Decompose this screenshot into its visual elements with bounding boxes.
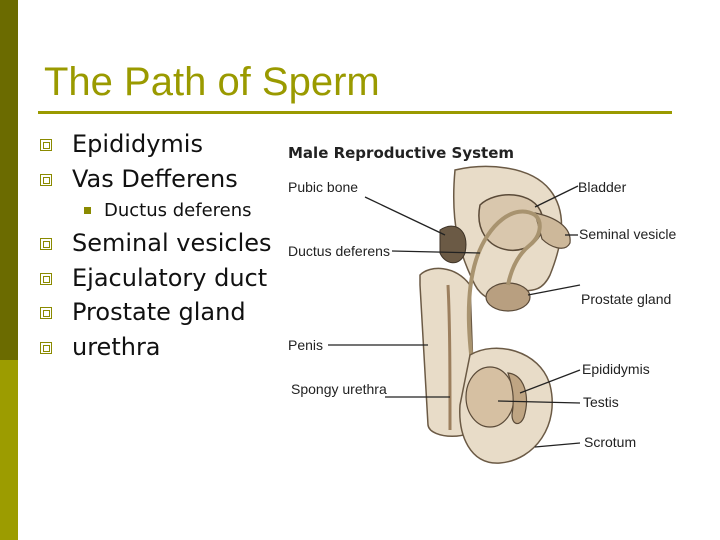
bullet-square-icon xyxy=(40,272,52,285)
bullet-item: Ejaculatory duct xyxy=(38,262,288,297)
reproductive-system-diagram: Male Reproductive System Pubic bone Duct… xyxy=(280,135,690,475)
bullet-square-icon xyxy=(40,341,52,354)
label-pointer-lines xyxy=(328,185,581,448)
bullet-item: Epididymis xyxy=(38,128,288,163)
bullet-text: Ejaculatory duct xyxy=(72,263,268,292)
ductus-deferens-shape xyxy=(466,209,542,394)
label-pubic-bone: Pubic bone xyxy=(288,179,359,195)
bullet-list: Epididymis Vas Defferens Ductus deferens… xyxy=(38,128,288,365)
title-underline xyxy=(38,111,672,114)
label-spongy-urethra: Spongy urethra xyxy=(291,381,387,397)
label-seminal-vesicle: Seminal vesicle xyxy=(579,226,677,242)
bullet-item: Vas Defferens xyxy=(38,163,288,198)
bullet-item: Seminal vesicles xyxy=(38,227,288,262)
bullet-item: Prostate gland xyxy=(38,296,288,331)
prostate-shape xyxy=(485,282,531,312)
bullet-square-icon xyxy=(40,238,52,250)
seminal-vesicle-shape xyxy=(534,212,571,249)
label-ductus-deferens: Ductus deferens xyxy=(288,243,390,259)
sidebar-decor-dark xyxy=(0,0,18,360)
bullet-text: Epididymis xyxy=(72,130,203,158)
bullet-square-icon xyxy=(40,173,52,186)
bullet-item: urethra xyxy=(38,331,288,366)
label-testis: Testis xyxy=(583,394,619,410)
label-scrotum: Scrotum xyxy=(584,434,637,450)
slide-title: The Path of Sperm xyxy=(44,60,380,104)
pubic-bone-shape xyxy=(439,225,467,264)
bullet-text: urethra xyxy=(72,332,161,361)
label-prostate-gland: Prostate gland xyxy=(581,291,672,307)
bullet-square-icon xyxy=(40,307,52,319)
urethra-shape xyxy=(446,284,452,431)
diagram-title: Male Reproductive System xyxy=(288,144,515,162)
bullet-text: Vas Defferens xyxy=(72,164,238,193)
epididymis-shape xyxy=(507,372,528,425)
testis-shape xyxy=(465,366,515,428)
label-epididymis: Epididymis xyxy=(582,361,650,377)
bullet-text: Prostate gland xyxy=(72,298,246,326)
sub-bullet-item: Ductus deferens xyxy=(38,197,288,227)
bullet-text: Seminal vesicles xyxy=(72,229,272,257)
sub-bullet-icon xyxy=(84,207,91,214)
label-penis: Penis xyxy=(288,337,324,353)
anatomy-illustration xyxy=(328,165,581,464)
bullet-square-icon xyxy=(40,139,52,151)
sidebar-decor-light xyxy=(0,360,18,540)
label-bladder: Bladder xyxy=(578,179,627,195)
sub-bullet-text: Ductus deferens xyxy=(104,200,252,221)
